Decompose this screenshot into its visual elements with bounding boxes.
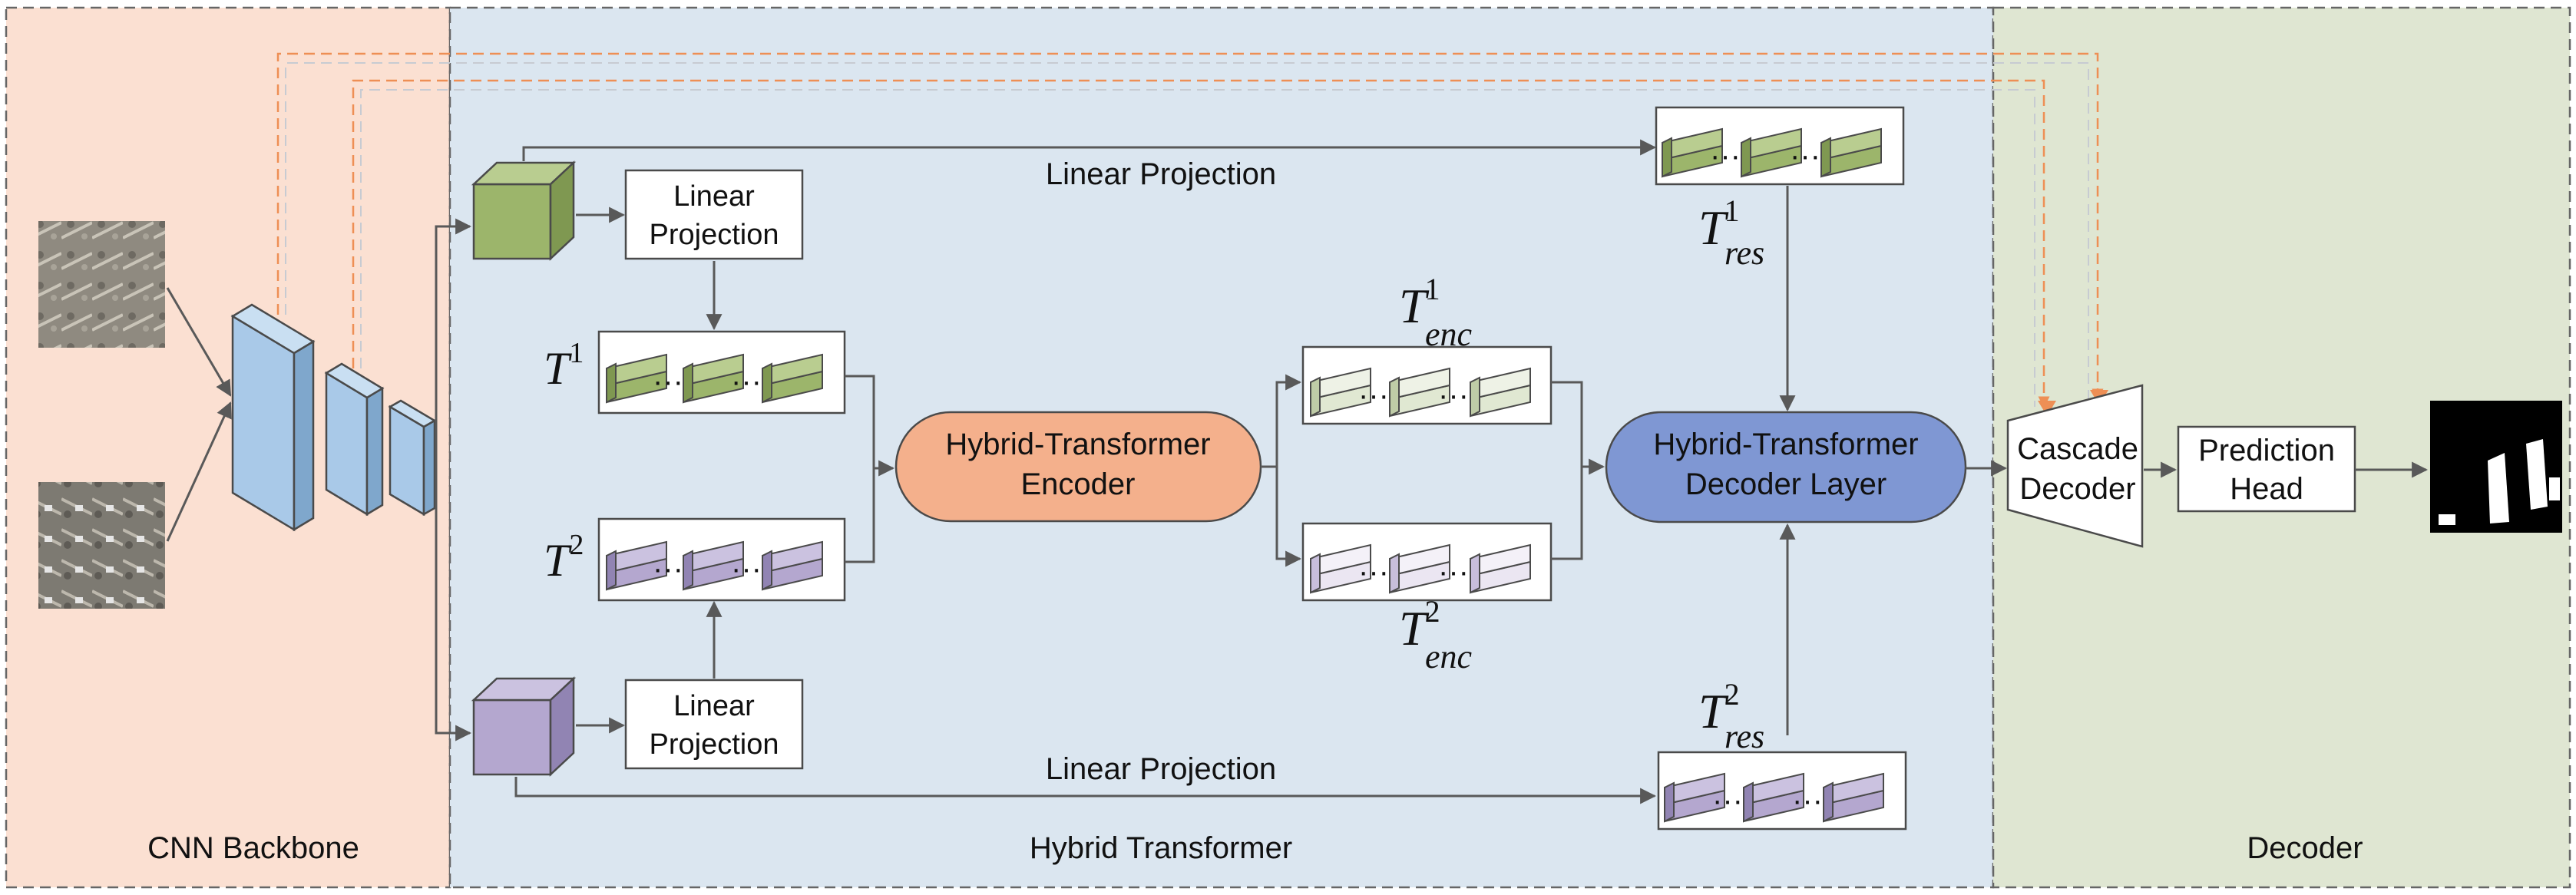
token-bar [1310,543,1371,594]
arrow-cube1-to-tres1 [522,139,1657,161]
token-ellipsis: ··· [653,365,683,398]
token-label-t1: T1 [544,337,584,394]
token-bar [1662,127,1723,178]
token-bar [606,540,667,591]
skip-connections [276,52,2104,408]
cnn-backbone-label: CNN Backbone [147,831,359,865]
token-label-t2: T2 [544,529,584,586]
token-ellipsis: ··· [1358,378,1389,412]
svg-text:Decoder: Decoder [2019,472,2135,506]
arrow-cnn-to-feature-t2 [435,463,472,741]
arrow-encoder-to-tenc1 [1261,374,1302,468]
token-row-tenc2: ··· ··· [1301,522,1553,602]
token-bar [1470,543,1531,594]
svg-text:Hybrid-Transformer: Hybrid-Transformer [1653,428,1918,461]
linear-projection-box-top: Linear Projection [624,169,804,260]
arrow-t2-to-encoder [845,468,875,563]
svg-text:Head: Head [2230,472,2303,506]
svg-text:Cascade: Cascade [2017,432,2138,466]
prediction-head: Prediction Head [2177,425,2356,513]
cnn-stage-3 [388,399,437,517]
token-bar [762,353,823,404]
decoder-label: Decoder [2247,831,2363,865]
token-ellipsis: ··· [1792,784,1823,817]
token-bar [1389,543,1450,594]
svg-text:Prediction: Prediction [2198,434,2335,467]
svg-text:Encoder: Encoder [1021,467,1136,501]
token-bar [1741,127,1802,178]
svg-text:Decoder Layer: Decoder Layer [1685,467,1887,501]
token-ellipsis: ··· [1712,784,1743,817]
arrow-cnn-to-feature-t1 [435,218,472,463]
arrow-tenc2-to-decoder [1551,467,1583,560]
token-row-t1: ··· ··· [597,330,846,414]
hybrid-transformer-encoder: Hybrid-Transformer Encoder [894,411,1262,523]
svg-text:Linear: Linear [673,180,755,213]
svg-text:Projection: Projection [650,728,779,761]
feature-cube-t1 [471,160,577,261]
token-bar [1743,772,1804,823]
arrow-tenc1-to-decoder [1551,381,1583,467]
linear-projection-box-bottom: Linear Projection [624,679,804,770]
token-ellipsis: ··· [1358,555,1389,589]
hybrid-transformer-decoder-layer: Hybrid-Transformer Decoder Layer [1605,411,1967,523]
token-bar [1310,367,1371,418]
svg-text:Hybrid-Transformer: Hybrid-Transformer [945,428,1210,461]
token-bar [762,540,823,591]
input-image-t2 [38,482,165,609]
skip-arrowhead-1 [2038,401,2056,416]
token-row-tres2: ··· ··· [1657,751,1907,831]
hybrid-transformer-label: Hybrid Transformer [1030,831,1292,865]
token-ellipsis: ··· [731,365,762,398]
token-bar [1820,127,1882,178]
token-bar [1823,772,1884,823]
feature-cube-t2 [471,676,577,777]
input-image-t1 [38,221,165,348]
svg-text:Linear: Linear [673,690,755,722]
token-bar [683,540,744,591]
cnn-stage-1 [230,303,316,532]
token-row-tres1: ··· ··· [1655,106,1905,186]
token-bar [1664,772,1725,823]
token-row-t2: ··· ··· [597,517,846,602]
edge-label-linear-projection-bottom: Linear Projection [1046,752,1276,786]
edge-label-linear-projection-top: Linear Projection [1046,157,1276,191]
token-bar [1470,367,1531,418]
output-change-map [2430,401,2562,533]
token-bar [683,353,744,404]
arrow-cube2-to-tres2 [514,777,1657,804]
token-row-tenc1: ··· ··· [1301,345,1553,425]
token-bar [1389,367,1450,418]
arrow-t1-to-encoder [845,375,875,468]
token-ellipsis: ··· [1710,139,1741,173]
cascade-decoder: Cascade Decoder [2006,384,2144,548]
skip-connections-shadow [285,62,2089,407]
token-ellipsis: ··· [1438,555,1469,589]
token-bar [606,353,667,404]
arrow-image1-to-cnn [166,287,232,397]
token-ellipsis: ··· [1438,378,1469,412]
arrow-encoder-to-tenc2 [1275,467,1302,567]
cnn-backbone-region [5,6,451,889]
token-ellipsis: ··· [1790,139,1820,173]
arrow-image2-to-cnn [166,401,232,542]
token-ellipsis: ··· [731,552,762,586]
cnn-stage-2 [324,362,385,517]
token-ellipsis: ··· [653,552,683,586]
svg-text:Projection: Projection [650,219,779,251]
